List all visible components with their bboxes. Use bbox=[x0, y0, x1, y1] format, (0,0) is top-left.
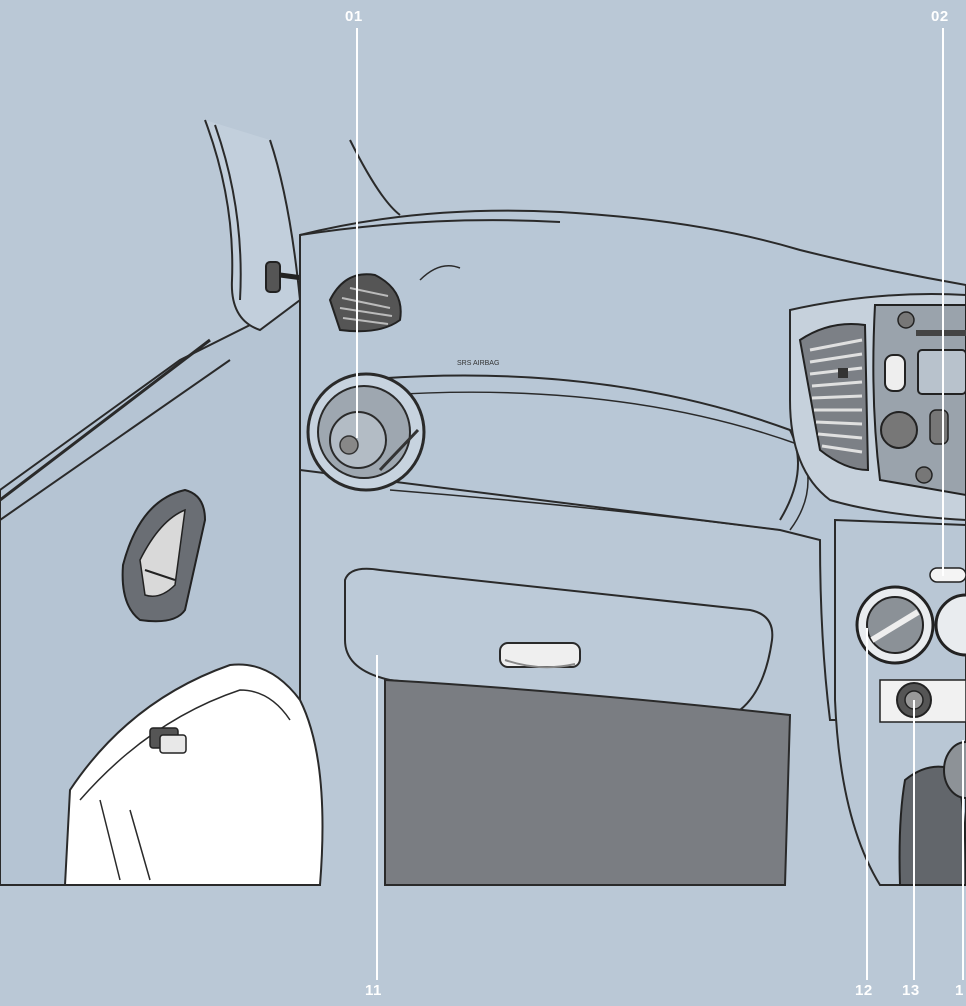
callout-12: 12 bbox=[855, 982, 873, 999]
climate-panel bbox=[835, 520, 966, 885]
round-vent bbox=[308, 374, 424, 490]
glovebox-handle bbox=[500, 643, 580, 667]
callout-13: 13 bbox=[902, 982, 920, 999]
callout-01: 01 bbox=[345, 8, 363, 25]
leader-12 bbox=[866, 628, 868, 980]
leader-01 bbox=[356, 28, 358, 438]
footwell bbox=[385, 680, 790, 885]
airbag-label: SRS AIRBAG bbox=[457, 360, 499, 367]
leader-13 bbox=[913, 700, 915, 980]
callout-02: 02 bbox=[931, 8, 949, 25]
caption-band bbox=[0, 886, 966, 1001]
callout-11: 11 bbox=[365, 982, 382, 999]
leader-14 bbox=[962, 740, 964, 980]
callout-14: 1 bbox=[955, 982, 964, 999]
center-stack bbox=[790, 294, 966, 520]
leader-02 bbox=[942, 28, 944, 576]
hazard-switch bbox=[930, 568, 966, 582]
leader-11 bbox=[376, 655, 378, 980]
